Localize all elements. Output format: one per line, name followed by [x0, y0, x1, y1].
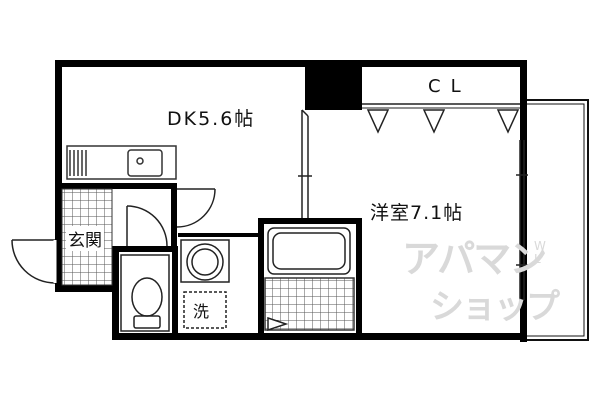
- partition-dk-western: [298, 109, 312, 218]
- balcony: [527, 99, 589, 341]
- bathtub: [267, 227, 351, 275]
- entrance-label: 玄関: [66, 226, 104, 251]
- watermark-logo-sub: ショップ: [430, 287, 560, 327]
- toilet-room: [120, 254, 170, 332]
- closet-label: CL: [428, 76, 471, 97]
- kitchen-sink: [127, 149, 163, 177]
- interior-walls: [55, 183, 362, 340]
- washer-area: [180, 239, 230, 329]
- dk-room-label: DK5.6帖: [167, 108, 256, 130]
- door-toilet: [126, 205, 168, 247]
- watermark-logo: アパマン: [402, 237, 547, 281]
- toilet-bowl: [131, 277, 163, 317]
- watermark-small-mark: WL: [534, 239, 546, 266]
- entrance-door: [11, 239, 57, 284]
- structural-column: [305, 60, 362, 110]
- toilet-tank: [133, 315, 161, 329]
- closet: [362, 103, 520, 134]
- door-entrance-dk: [176, 188, 216, 228]
- bathroom: [264, 227, 355, 332]
- washer-label: 洗: [193, 302, 210, 321]
- western-room-label: 洋室7.1帖: [370, 202, 464, 224]
- kitchen-counter: [66, 145, 177, 180]
- western-window: [516, 140, 528, 300]
